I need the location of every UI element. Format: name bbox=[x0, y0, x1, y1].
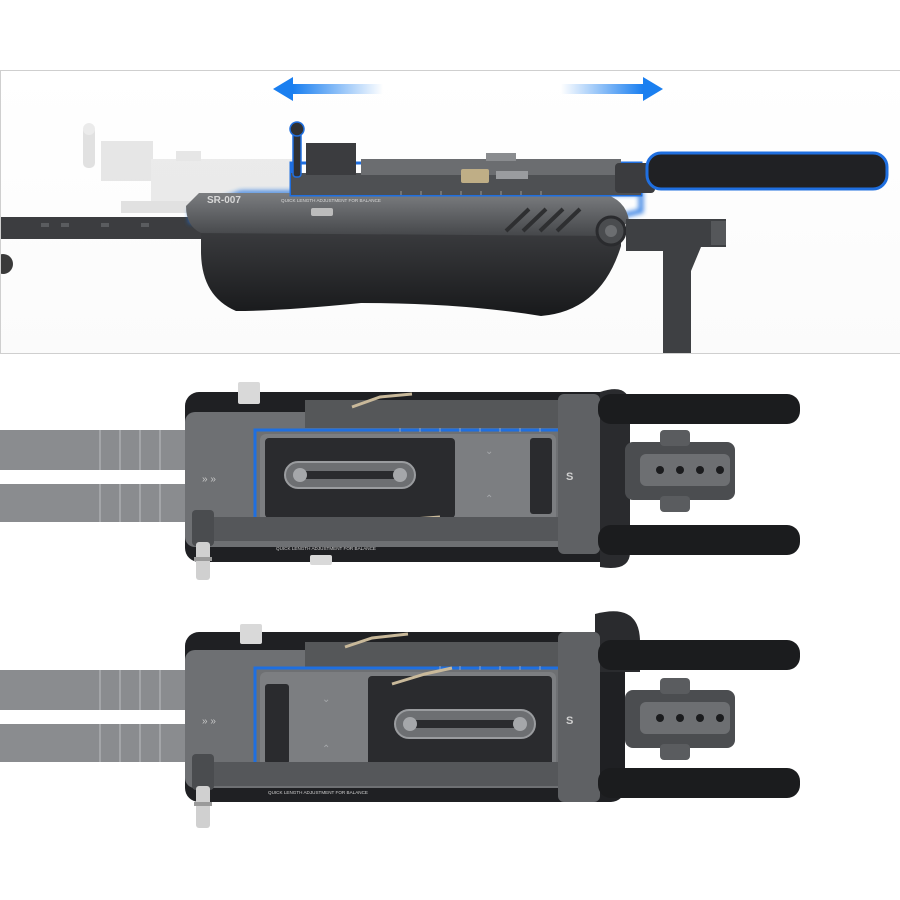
top-clip bbox=[238, 382, 260, 404]
chevron-up-icon: ⌃ bbox=[485, 494, 493, 505]
rod-clamp bbox=[615, 163, 655, 193]
lock-lever-top[interactable] bbox=[344, 632, 409, 649]
rod-clamp-adapter bbox=[625, 430, 735, 512]
mount-body bbox=[186, 193, 629, 236]
top-view-1-illustration: ⌄ ⌃ » » QUICK LENGTH ADJUSTMENT FOR BALA… bbox=[0, 382, 800, 580]
shoulder-pad bbox=[201, 231, 621, 316]
rod-block bbox=[558, 394, 600, 554]
support-bracket bbox=[626, 219, 726, 353]
direction-arrows-icon: » » bbox=[202, 716, 216, 727]
engraving-text: QUICK LENGTH ADJUSTMENT FOR BALANCE bbox=[276, 546, 376, 551]
rod-block bbox=[558, 632, 600, 802]
release-lever[interactable] bbox=[311, 208, 333, 216]
arrow-right-icon bbox=[561, 77, 663, 101]
top-view-position-1: ⌄ ⌃ » » QUICK LENGTH ADJUSTMENT FOR BALA… bbox=[0, 372, 900, 597]
chevron-up-icon: ⌃ bbox=[322, 744, 330, 755]
slide-lock-knob[interactable] bbox=[461, 169, 489, 183]
engraving-text: QUICK LENGTH ADJUSTMENT FOR BALANCE bbox=[268, 790, 368, 795]
arrow-left-icon bbox=[273, 77, 383, 101]
support-rod-bottom bbox=[598, 525, 800, 555]
chevron-down-icon: ⌄ bbox=[322, 694, 330, 705]
lock-lever-bottom[interactable] bbox=[391, 666, 453, 686]
support-rod-top bbox=[598, 394, 800, 424]
side-lock-knob[interactable] bbox=[192, 754, 214, 790]
model-label: SR-007 bbox=[207, 195, 241, 206]
direction-arrows-icon: » » bbox=[202, 474, 216, 485]
top-view-position-2: ⌄ ⌃ » » QUICK LENGTH ADJUSTMENT FOR BALA… bbox=[0, 602, 900, 842]
support-rod-bottom bbox=[598, 768, 800, 798]
top-clip bbox=[240, 624, 262, 644]
support-rod-top bbox=[598, 640, 800, 670]
shoulder-straps bbox=[0, 430, 200, 522]
lock-lever-top[interactable] bbox=[351, 392, 413, 409]
side-lock-knob[interactable] bbox=[192, 510, 214, 546]
badge-label: S bbox=[566, 471, 573, 483]
slide-plate bbox=[291, 173, 641, 195]
chevron-down-icon: ⌄ bbox=[485, 446, 493, 457]
engraving-text: QUICK LENGTH ADJUSTMENT FOR BALANCE bbox=[281, 198, 381, 203]
adjustment-screw[interactable] bbox=[289, 121, 305, 178]
top-view-2-illustration: ⌄ ⌃ » » QUICK LENGTH ADJUSTMENT FOR BALA… bbox=[0, 611, 800, 828]
rail-end-knob bbox=[1, 254, 13, 274]
side-view-illustration: SR-007 QUICK LENGTH ADJUSTMENT FOR BALAN… bbox=[1, 77, 889, 353]
shoulder-straps bbox=[0, 670, 200, 762]
rod-clamp-adapter bbox=[625, 678, 735, 760]
side-view-panel: SR-007 QUICK LENGTH ADJUSTMENT FOR BALAN… bbox=[0, 70, 900, 354]
badge-label: S bbox=[566, 715, 573, 727]
support-rod bbox=[645, 151, 889, 191]
